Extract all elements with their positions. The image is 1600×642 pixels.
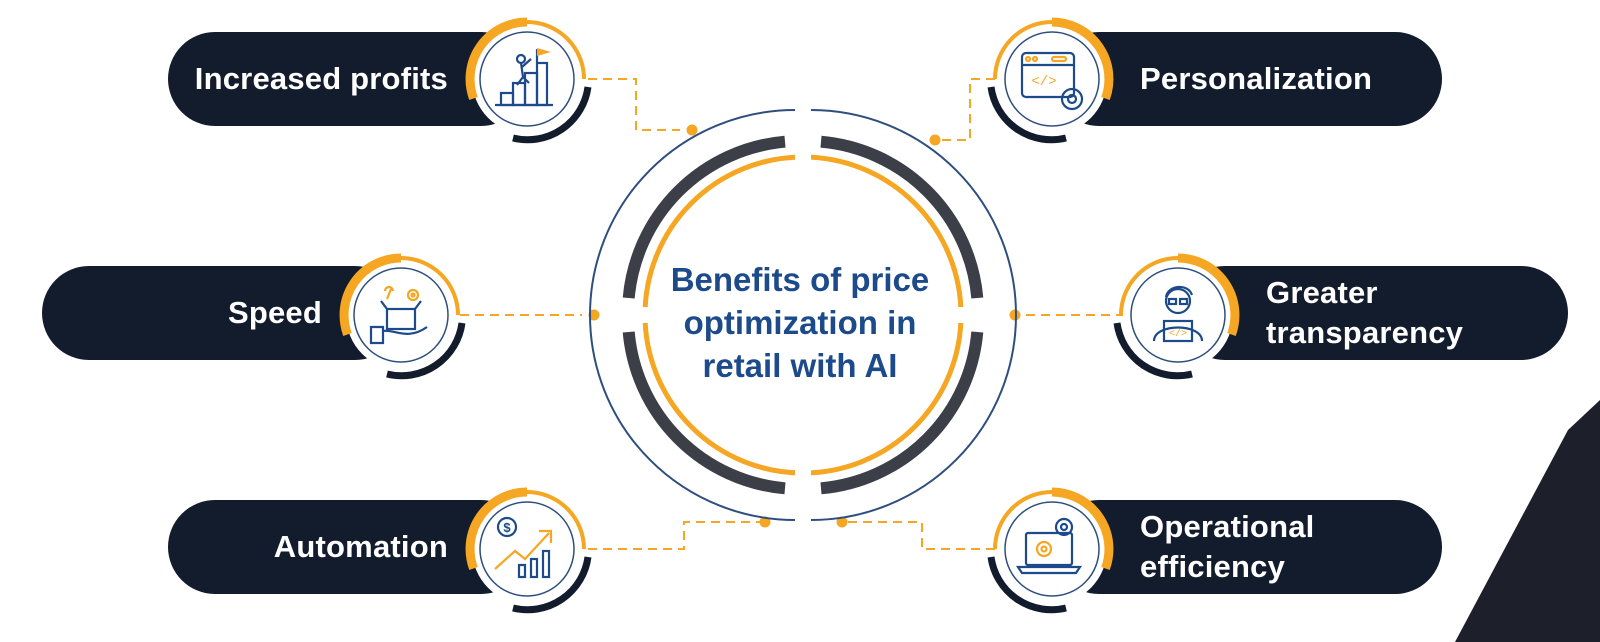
icon-badge-increased-profits xyxy=(465,17,592,144)
benefit-label: Speed xyxy=(227,295,322,330)
dark-ring-segment xyxy=(622,135,786,299)
benefit-label: Greater transparency xyxy=(1266,273,1463,353)
badge-accent-arc xyxy=(400,256,460,316)
benefit-label-line: transparency xyxy=(1266,315,1464,350)
title-line: Benefits of price xyxy=(670,261,930,298)
badge-accent-arc xyxy=(1177,253,1240,337)
center-ring xyxy=(589,109,1017,521)
benefit-operational-efficiency: Operational efficiency xyxy=(1052,500,1442,594)
badge-accent-arc xyxy=(339,253,402,337)
corner-decoration xyxy=(1455,400,1600,642)
badge-dark-arc xyxy=(987,556,1067,614)
badge-bg xyxy=(1123,260,1233,370)
outer-arc-right xyxy=(810,109,1017,521)
connector-operational-efficiency xyxy=(842,521,1010,550)
dark-ring-segment xyxy=(820,135,984,299)
hand-with-box-and-tools-icon xyxy=(369,285,428,345)
badge-bg xyxy=(472,24,582,134)
badge-dark-arc xyxy=(386,322,466,380)
badge-accent-arc xyxy=(1119,256,1179,316)
badge-accent-arc xyxy=(1051,487,1114,571)
badge-dark-arc xyxy=(987,86,1067,144)
icon-badge-operational-efficiency xyxy=(987,487,1114,614)
badge-accent-arc xyxy=(1051,17,1114,101)
icon-badge-speed xyxy=(339,253,466,380)
badge-accent-arc xyxy=(993,20,1053,80)
badge-dark-arc xyxy=(512,86,592,144)
benefit-label-line: Greater xyxy=(1266,275,1378,310)
badge-ring xyxy=(479,501,575,597)
browser-code-gear-icon: </> xyxy=(1020,51,1084,111)
icon-badge-personalization: </> xyxy=(987,17,1114,144)
dollar-growth-chart-icon: $ xyxy=(494,516,553,579)
icon-badge-automation: $ xyxy=(465,487,592,614)
badge-dark-arc xyxy=(1113,322,1193,380)
connector-dot xyxy=(588,309,600,321)
badge-accent-arc xyxy=(993,490,1053,550)
connector-automation xyxy=(588,521,762,550)
dark-ring xyxy=(622,135,984,495)
benefit-personalization: Personalization xyxy=(1052,32,1442,126)
benefit-greater-transparency: Greater transparency xyxy=(1178,266,1568,360)
badge-accent-arc xyxy=(526,20,586,80)
title-line: optimization in xyxy=(683,304,917,341)
dark-ring-segment xyxy=(820,331,984,495)
svg-text:$: $ xyxy=(503,520,511,535)
svg-text:</>: </> xyxy=(1031,74,1056,90)
badge-accent-arc xyxy=(465,17,528,101)
connector-personalization xyxy=(935,78,1010,141)
benefit-label: Personalization xyxy=(1140,61,1373,96)
badge-accent-arc xyxy=(465,487,528,571)
dark-ring-segment xyxy=(622,331,786,495)
developer-at-laptop-icon: </> xyxy=(1152,285,1204,343)
svg-text:</>: </> xyxy=(1169,328,1187,340)
benefit-label-line: Operational xyxy=(1140,509,1315,544)
benefit-label: Operational efficiency xyxy=(1140,507,1314,587)
connector-dot xyxy=(929,134,941,146)
badge-dark-arc xyxy=(512,556,592,614)
title-line: retail with AI xyxy=(702,347,898,384)
benefit-label-line: efficiency xyxy=(1140,549,1286,584)
connector-dot xyxy=(686,124,698,136)
badge-ring xyxy=(353,267,449,363)
laptop-with-gears-icon xyxy=(1015,517,1083,575)
benefit-automation: Automation xyxy=(168,500,528,594)
badge-accent-arc xyxy=(526,490,586,550)
badge-ring xyxy=(479,31,575,127)
connector-increased-profits xyxy=(588,78,680,131)
connector-dot xyxy=(759,516,771,528)
connector-dot xyxy=(836,516,848,528)
benefit-label: Increased profits xyxy=(194,61,448,96)
diagram-title: Benefits of price optimization in retail… xyxy=(640,258,960,387)
center-disc xyxy=(651,163,955,467)
icon-badge-greater-transparency: </> xyxy=(1113,253,1240,380)
badge-ring xyxy=(1130,267,1226,363)
badge-ring xyxy=(1004,31,1100,127)
benefit-label: Automation xyxy=(273,529,448,564)
outer-arc-left xyxy=(589,109,796,521)
climber-with-flag-on-steps-icon xyxy=(495,47,553,107)
badge-ring xyxy=(1004,501,1100,597)
